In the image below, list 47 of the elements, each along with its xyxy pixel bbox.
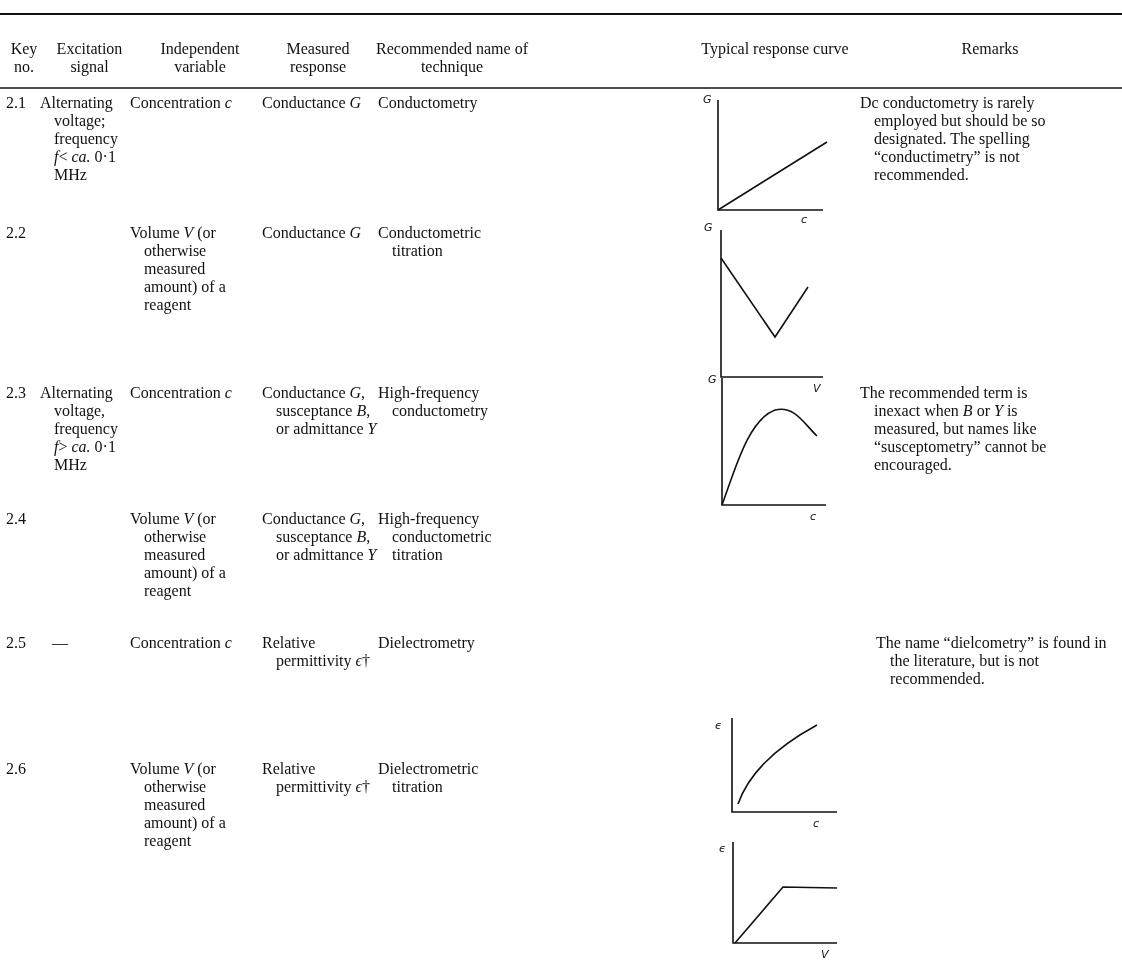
remark-text: The recommended term is inexact when B or Y is measured, but names like “susceptometry” cannot be encouraged. <box>860 384 1048 474</box>
table-cell: Conductance G, susceptance B, or admittance Y <box>262 510 377 564</box>
table-cell: Conductance G, susceptance B, or admittance Y <box>262 384 377 438</box>
table-cell-text: Volume V (or otherwise measured amount) of a reagent <box>130 510 227 600</box>
table-cell-text: 2.4 <box>6 510 27 528</box>
column-header: Excitation signal <box>55 40 124 76</box>
axis-label: G <box>708 374 717 386</box>
table-cell-text: Conductometry <box>378 94 479 112</box>
axis-label: ϵ <box>719 843 726 855</box>
column-header: Measured response <box>285 40 351 76</box>
remark-text: Dc conductometry is rarely employed but should be so designated. The spelling “conductimetry” is not recommended. <box>860 94 1047 184</box>
table-cell-text: Concentration c <box>130 94 233 112</box>
axis-label: c <box>813 818 820 830</box>
table-cell-text: 2.1 <box>6 94 27 112</box>
table-cell-text: — <box>52 634 69 652</box>
axis-label: c <box>810 511 817 523</box>
column-header: Key no. <box>9 40 39 76</box>
table-cell-text: Alternating voltage, frequency f> ca. 0·1 MHz <box>40 384 119 474</box>
table-cell-text: 2.5 <box>6 634 27 652</box>
table-cell-text: 2.6 <box>6 760 27 778</box>
column-header: Independent variable <box>159 40 241 76</box>
table-cell-text: 2.2 <box>6 224 27 242</box>
table-cell-text: Dielectrometry <box>378 634 476 652</box>
column-header: Remarks <box>960 40 1020 58</box>
table-cell-text: Alternating voltage; frequency f< ca. 0·1 MHz <box>40 94 119 184</box>
table-cell-text: Relative permittivity ϵ† <box>262 634 371 670</box>
table-cell-text: Conductance G <box>262 224 363 242</box>
column-header: Typical response curve <box>700 40 850 58</box>
table-cell-text: 2.3 <box>6 384 27 402</box>
axis-label: c <box>801 214 808 226</box>
remark-text: The name “dielcometry” is found in the literature, but is not recommended. <box>876 634 1108 688</box>
axis-label: V <box>821 949 829 961</box>
table-cell-text: Volume V (or otherwise measured amount) of a reagent <box>130 224 227 314</box>
table-cell-text: Concentration c <box>130 634 233 652</box>
table-cell-text: Conductance G <box>262 94 363 112</box>
axis-label: G <box>704 222 713 234</box>
axis-label: G <box>703 94 712 106</box>
column-header: Recommended name of technique <box>375 40 529 76</box>
table-cell-text: Volume V (or otherwise measured amount) of a reagent <box>130 760 227 850</box>
table-cell-text: High-frequency conductometry <box>378 384 489 420</box>
table-cell-text: Relative permittivity ϵ† <box>262 760 371 796</box>
axis-label: V <box>813 383 821 395</box>
table-cell-text: Dielectrometric titration <box>378 760 480 796</box>
axis-label: ϵ <box>715 720 722 732</box>
table-cell-text: Conductometric titration <box>378 224 483 260</box>
table-cell-text: Concentration c <box>130 384 233 402</box>
table-cell-text: High-frequency conductometric titration <box>378 510 493 564</box>
